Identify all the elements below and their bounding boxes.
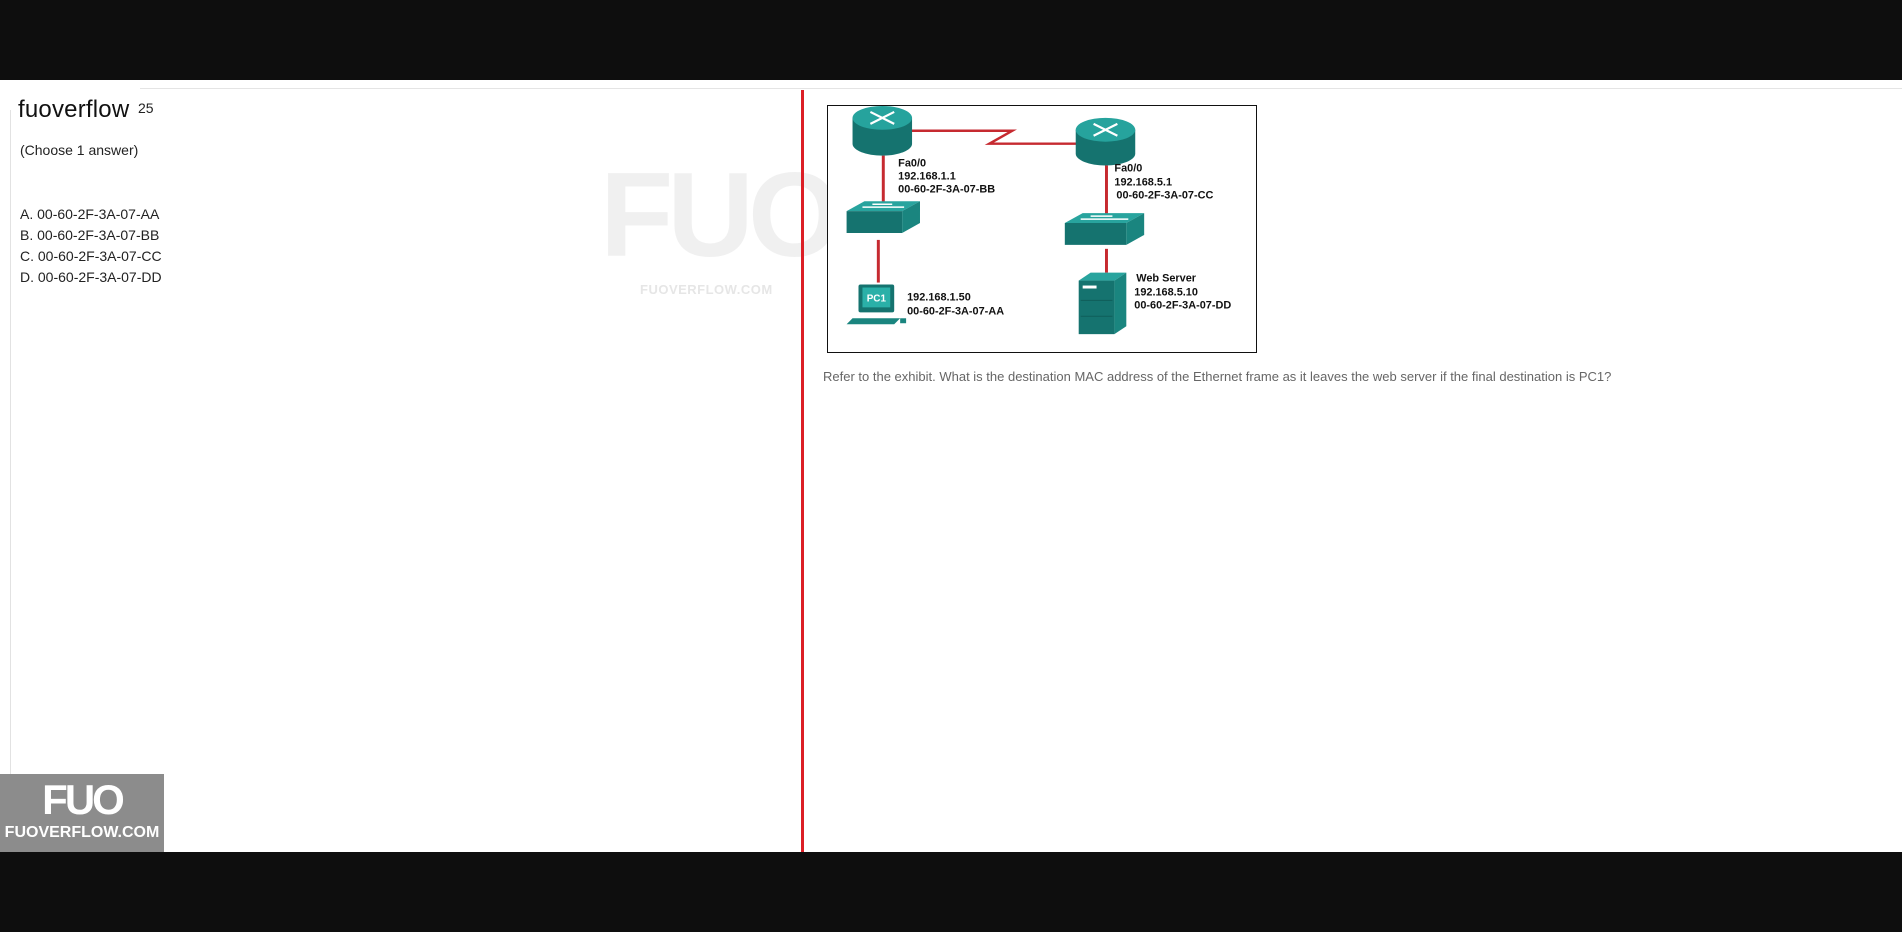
watermark-logo-text: FUO [600,148,841,282]
router1-ip: 192.168.1.1 [898,170,956,182]
top-black-bar [0,0,1902,80]
brand-title: fuoverflow [18,96,130,123]
header-rule [140,88,1902,89]
left-panel-border [10,110,11,800]
pc-icon: PC1 [846,284,907,325]
router1-interface: Fa0/0 [898,158,926,170]
option-d[interactable]: D. 00-60-2F-3A-07-DD [20,269,162,285]
router1-mac: 00-60-2F-3A-07-BB [898,183,995,195]
router1-icon [852,106,913,156]
watermark-url: FUOVERFLOW.COM [640,282,773,297]
pc-screen-label: PC1 [867,293,887,304]
question-number: 25 [138,100,154,116]
option-a[interactable]: A. 00-60-2F-3A-07-AA [20,206,160,222]
server-icon [1078,272,1127,335]
network-exhibit: PC1 Fa0/0 192.168.1.1 00-60-2F-3A-07-BB … [827,105,1257,353]
option-b[interactable]: B. 00-60-2F-3A-07-BB [20,227,160,243]
topology-diagram: PC1 Fa0/0 192.168.1.1 00-60-2F-3A-07-BB … [846,106,1231,335]
panel-divider [801,90,804,852]
bottom-black-bar [0,852,1902,932]
router2-ip: 192.168.5.1 [1114,176,1172,188]
switch2-icon [1064,213,1145,245]
server-label: Web Server [1136,273,1197,285]
option-c[interactable]: C. 00-60-2F-3A-07-CC [20,248,162,264]
server-mac: 00-60-2F-3A-07-DD [1134,299,1231,311]
watermark-logo: FUO [600,148,841,300]
router2-icon [1075,117,1136,166]
router2-mac: 00-60-2F-3A-07-CC [1116,189,1213,201]
serial-link [888,129,1106,145]
fuo-logo-text: FUO [42,776,125,823]
server-ip: 192.168.5.10 [1134,286,1198,298]
pc-mac: 00-60-2F-3A-07-AA [907,305,1004,317]
answer-instruction: (Choose 1 answer) [20,142,139,158]
fuo-logo-badge: FUO FUOVERFLOW.COM [0,774,164,852]
pc-ip: 192.168.1.50 [907,291,971,303]
fuo-logo-url: FUOVERFLOW.COM [4,824,160,841]
answer-options: A. 00-60-2F-3A-07-AA B. 00-60-2F-3A-07-B… [20,204,162,288]
quiz-page: fuoverflow 25 (Choose 1 answer) A. 00-60… [0,80,1902,852]
switch1-icon [846,201,920,233]
question-text: Refer to the exhibit. What is the destin… [823,369,1612,384]
router2-interface: Fa0/0 [1114,162,1142,174]
